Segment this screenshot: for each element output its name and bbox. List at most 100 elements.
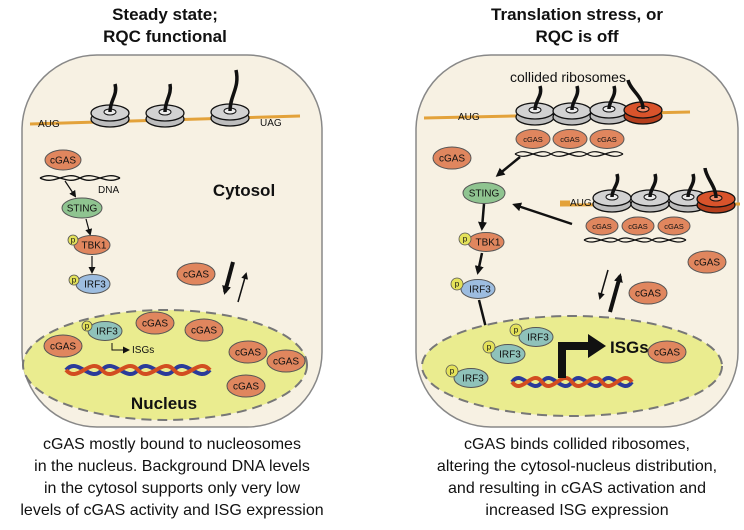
left-cgas-cytosol: cGAS <box>176 262 216 286</box>
right-lower-ribosome-3 <box>668 173 708 213</box>
right-lower-cgas-2: cGAS <box>621 216 655 236</box>
right-nucleus <box>421 315 723 417</box>
left-caption-1: cGAS mostly bound to nucleosomes <box>43 436 301 453</box>
right-arrow-sting-tbk1 <box>478 203 487 231</box>
left-nuc-cgas-5: cGAS <box>266 349 306 373</box>
left-aug-label: AUG <box>38 119 60 130</box>
right-arrow-lower-sting <box>512 202 573 226</box>
svg-text:cGAS: cGAS <box>233 382 259 393</box>
svg-text:cGAS: cGAS <box>635 289 661 300</box>
right-nuc-irf3-3: IRF3 p <box>445 364 489 388</box>
right-tbk1: TBK1 p <box>458 232 505 252</box>
left-dna-label: DNA <box>98 185 119 196</box>
right-upper-ribosome-2 <box>552 85 592 126</box>
right-upper-ribosome-3 <box>589 85 629 125</box>
svg-text:cGAS: cGAS <box>694 258 720 269</box>
svg-text:p: p <box>455 280 460 289</box>
right-arrow-ribosomes-sting <box>495 156 521 177</box>
left-irf3: IRF3 p <box>68 274 111 294</box>
svg-text:cGAS: cGAS <box>191 326 217 337</box>
right-aug-upper: AUG <box>458 112 480 123</box>
left-uag-label: UAG <box>260 118 282 129</box>
right-caption-3: and resulting in cGAS activation and <box>448 480 706 497</box>
right-lower-cgas-1: cGAS <box>585 216 619 236</box>
right-caption-1: cGAS binds collided ribosomes, <box>464 436 690 453</box>
right-arrow-tbk1-irf3 <box>474 252 484 275</box>
left-arrow-dna-sting <box>64 180 77 198</box>
svg-text:p: p <box>71 236 76 245</box>
right-isgs-label: ISGs <box>610 338 649 357</box>
svg-text:p: p <box>85 322 90 331</box>
svg-text:cGAS: cGAS <box>560 135 580 144</box>
left-caption-3: in the cytosol supports only very low <box>44 480 301 497</box>
left-caption-4: levels of cGAS activity and ISG expressi… <box>20 502 323 519</box>
left-nuc-cgas-2: cGAS <box>184 318 224 342</box>
svg-text:IRF3: IRF3 <box>96 327 118 338</box>
right-nuc-cgas: cGAS <box>647 340 687 364</box>
svg-text:IRF3: IRF3 <box>462 374 484 385</box>
right-upper-ribosome-1 <box>515 85 555 126</box>
left-tbk1: TBK1 p <box>67 234 111 255</box>
left-nuc-cgas-1: cGAS <box>135 311 175 335</box>
svg-text:cGAS: cGAS <box>50 156 76 167</box>
right-isg-arrowhead <box>588 334 606 358</box>
right-nuc-irf3-1: IRF3 p <box>509 323 554 347</box>
right-export-arrow <box>608 273 623 313</box>
right-upper-ribosome-red <box>623 79 663 125</box>
svg-text:TBK1: TBK1 <box>475 238 500 249</box>
right-cgas-free-2: cGAS <box>687 250 727 274</box>
svg-text:IRF3: IRF3 <box>84 280 106 291</box>
left-export-arrow <box>237 272 248 303</box>
svg-text:cGAS: cGAS <box>597 135 617 144</box>
right-dna-helix <box>510 376 634 388</box>
svg-text:p: p <box>72 276 77 285</box>
left-isgs-label: ISGs <box>132 345 154 356</box>
svg-text:cGAS: cGAS <box>273 357 299 368</box>
right-cgas-free-3: cGAS <box>628 281 668 305</box>
right-upper-cgas-1: cGAS <box>515 129 551 149</box>
right-aug-lower: AUG <box>570 198 592 209</box>
left-caption-2: in the nucleus. Background DNA levels <box>34 458 310 475</box>
left-nuc-cgas-6: cGAS <box>226 374 266 398</box>
right-upper-cgas-3: cGAS <box>589 129 625 149</box>
svg-text:IRF3: IRF3 <box>499 350 521 361</box>
nucleus-label: Nucleus <box>131 394 197 413</box>
left-title-line1: Steady state; <box>112 5 218 24</box>
svg-text:cGAS: cGAS <box>50 342 76 353</box>
left-ribosome-3 <box>210 69 250 127</box>
svg-text:p: p <box>450 367 455 376</box>
left-nuc-cgas-3: cGAS <box>43 334 83 358</box>
svg-text:TBK1: TBK1 <box>81 241 106 252</box>
left-import-arrow <box>222 261 235 295</box>
left-arrow-sting-tbk1 <box>85 218 93 236</box>
svg-text:cGAS: cGAS <box>142 319 168 330</box>
svg-text:STING: STING <box>67 204 98 215</box>
left-irf3-nuclear: IRF3 p <box>81 320 123 341</box>
right-lower-ribosome-red <box>696 167 736 214</box>
left-nuc-cgas-4: cGAS <box>228 340 268 364</box>
svg-text:cGAS: cGAS <box>439 154 465 165</box>
collided-ribosomes-label: collided ribosomes <box>510 69 626 85</box>
right-title-line1: Translation stress, or <box>491 5 663 24</box>
right-upper-cgas-2: cGAS <box>552 129 588 149</box>
left-dna-strand-b <box>39 175 121 181</box>
cytosol-label: Cytosol <box>213 181 275 200</box>
right-irf3: IRF3 p <box>450 277 496 299</box>
left-ribosome-2 <box>145 83 185 128</box>
svg-text:cGAS: cGAS <box>523 135 543 144</box>
right-cgas-free-1: cGAS <box>432 146 472 170</box>
svg-text:cGAS: cGAS <box>628 222 648 231</box>
right-sting: STING <box>462 182 506 204</box>
svg-text:p: p <box>487 343 492 352</box>
right-caption-4: increased ISG expression <box>485 502 668 519</box>
left-cgas-dna: cGAS <box>44 149 82 171</box>
right-import-arrow <box>598 269 609 300</box>
svg-text:STING: STING <box>469 189 500 200</box>
svg-text:cGAS: cGAS <box>235 348 261 359</box>
svg-text:cGAS: cGAS <box>654 348 680 359</box>
left-title-line2: RQC functional <box>103 27 227 46</box>
svg-text:p: p <box>463 235 468 244</box>
left-sting: STING <box>61 197 103 219</box>
right-title-line2: RQC is off <box>535 27 618 46</box>
